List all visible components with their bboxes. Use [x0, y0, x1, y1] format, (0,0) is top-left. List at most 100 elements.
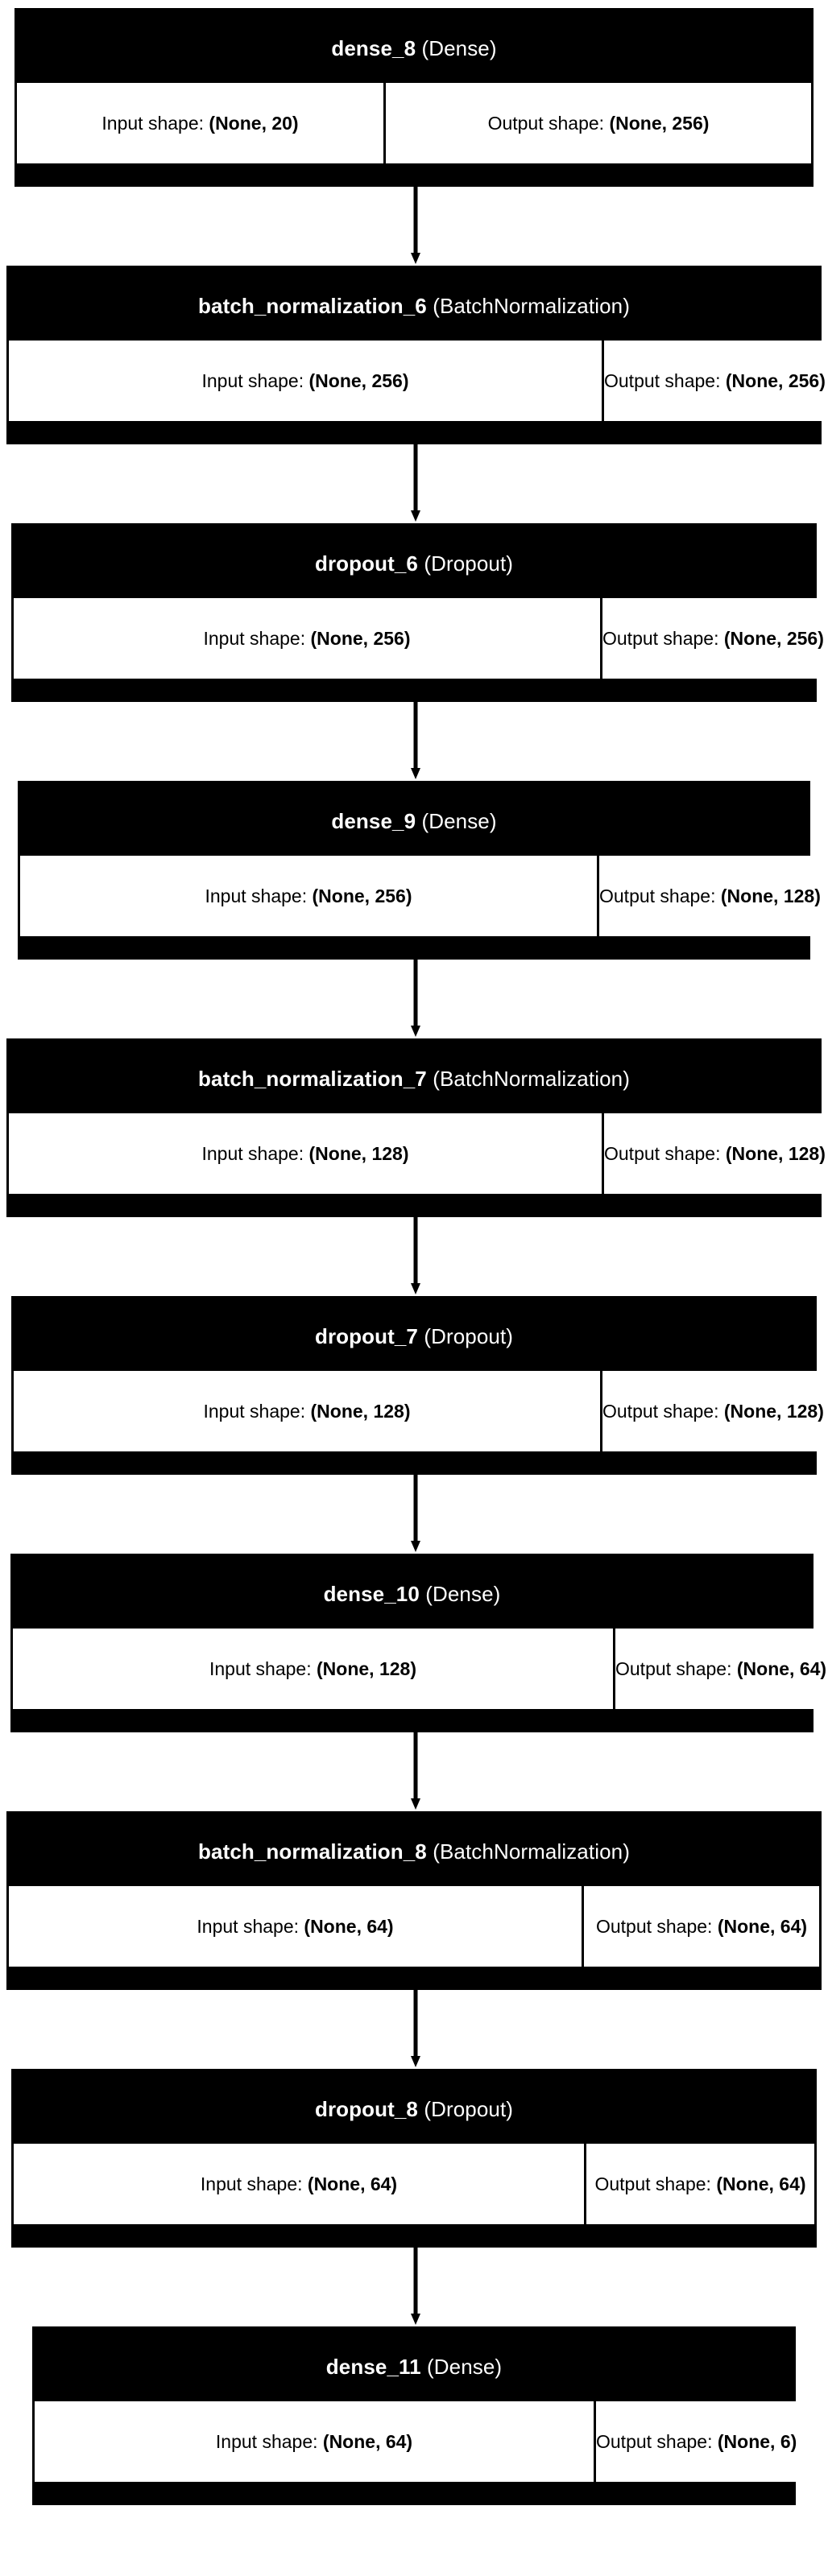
layer-node-batch_normalization_8[interactable]: batch_normalization_8 (BatchNormalizatio… — [6, 1811, 822, 1990]
input-shape-label: Input shape: — [205, 885, 308, 906]
input-shape-cell: Input shape: (None, 256) — [20, 856, 599, 936]
output-shape-cell: Output shape: (None, 128) — [604, 1113, 826, 1194]
output-shape-label: Output shape: — [602, 1400, 719, 1422]
layer-name: dense_10 — [323, 1582, 420, 1606]
layer-title: dense_10 (Dense) — [13, 1556, 811, 1629]
input-shape-label: Input shape: — [215, 2430, 318, 2452]
input-shape-label: Input shape: — [203, 627, 306, 649]
input-shape-label: Input shape: — [200, 2173, 303, 2194]
layer-title: dropout_8 (Dropout) — [14, 2071, 814, 2144]
layer-class: (Dropout) — [424, 1324, 514, 1348]
input-shape-value: (None, 128) — [317, 1657, 416, 1679]
shape-row: Input shape: (None, 256)Output shape: (N… — [9, 341, 826, 421]
input-shape-value: (None, 128) — [310, 1400, 411, 1422]
shape-row: Input shape: (None, 64)Output shape: (No… — [9, 1886, 819, 1967]
input-shape-cell: Input shape: (None, 64) — [14, 2144, 586, 2224]
input-shape-cell: Input shape: (None, 64) — [9, 1886, 584, 1967]
layer-name: batch_normalization_8 — [198, 1839, 427, 1864]
layer-node-dense_8[interactable]: dense_8 (Dense)Input shape: (None, 20)Ou… — [14, 8, 814, 187]
output-shape-value: (None, 64) — [716, 2173, 806, 2194]
input-shape-cell: Input shape: (None, 128) — [13, 1629, 615, 1709]
layer-node-dropout_7[interactable]: dropout_7 (Dropout) Input shape: (None, 1… — [11, 1296, 824, 1475]
layer-node-dense_11[interactable]: dense_11 (Dense)Input shape: (None, 64)O… — [32, 2326, 797, 2505]
layer-name: batch_normalization_6 — [198, 294, 427, 318]
output-shape-cell: Output shape: (None, 64) — [584, 1886, 819, 1967]
shape-row: Input shape: (None, 256)Output shape: (N… — [14, 598, 824, 679]
layer-class: (Dense) — [425, 1582, 501, 1606]
layer-title: batch_normalization_8 (BatchNormalizatio… — [9, 1814, 819, 1886]
output-shape-cell: Output shape: (None, 64) — [615, 1629, 827, 1709]
input-shape-cell: Input shape: (None, 20) — [17, 83, 386, 163]
shape-row: Input shape: (None, 128)Output shape: (N… — [14, 1371, 824, 1451]
input-shape-value: (None, 256) — [308, 369, 409, 391]
layer-node-dense_10[interactable]: dense_10 (Dense)Input shape: (None, 128)… — [10, 1554, 827, 1732]
input-shape-value: (None, 64) — [307, 2173, 398, 2194]
layer-name: batch_normalization_7 — [198, 1067, 427, 1091]
layer-class: (Dense) — [427, 2355, 503, 2379]
input-shape-value: (None, 64) — [322, 2430, 413, 2452]
layer-title: batch_normalization_6 (BatchNormalizatio… — [9, 268, 819, 341]
input-shape-cell: Input shape: (None, 128) — [9, 1113, 604, 1194]
output-shape-value: (None, 64) — [717, 1915, 808, 1937]
input-shape-cell: Input shape: (None, 64) — [35, 2401, 596, 2482]
output-shape-cell: Output shape: (None, 256) — [602, 598, 824, 679]
output-shape-label: Output shape: — [604, 1142, 721, 1164]
output-shape-value: (None, 256) — [609, 112, 710, 134]
input-shape-label: Input shape: — [197, 1915, 300, 1937]
output-shape-cell: Output shape: (None, 128) — [599, 856, 821, 936]
input-shape-label: Input shape: — [209, 1657, 312, 1679]
output-shape-value: (None, 128) — [723, 1400, 824, 1422]
layer-name: dropout_7 — [314, 1324, 418, 1348]
layer-node-dropout_8[interactable]: dropout_8 (Dropout)Input shape: (None, 6… — [11, 2069, 817, 2248]
output-shape-label: Output shape: — [595, 1915, 713, 1937]
input-shape-label: Input shape: — [201, 369, 304, 391]
input-shape-value: (None, 256) — [312, 885, 412, 906]
layer-class: (BatchNormalization) — [433, 1839, 630, 1864]
output-shape-label: Output shape: — [599, 885, 716, 906]
layer-node-batch_normalization_7[interactable]: batch_normalization_7 (BatchNormalizatio… — [6, 1038, 826, 1217]
output-shape-cell: Output shape: (None, 64) — [586, 2144, 814, 2224]
input-shape-label: Input shape: — [203, 1400, 306, 1422]
layer-name: dense_8 — [331, 36, 416, 60]
layer-class: (Dense) — [421, 809, 497, 833]
output-shape-value: (None, 64) — [736, 1657, 827, 1679]
output-shape-label: Output shape: — [596, 2430, 713, 2452]
layer-name: dense_9 — [331, 809, 416, 833]
output-shape-cell: Output shape: (None, 6) — [596, 2401, 797, 2482]
layer-name: dense_11 — [325, 2355, 421, 2379]
shape-row: Input shape: (None, 128)Output shape: (N… — [13, 1629, 827, 1709]
output-shape-label: Output shape: — [615, 1657, 732, 1679]
output-shape-cell: Output shape: (None, 256) — [386, 83, 811, 163]
output-shape-cell: Output shape: (None, 256) — [604, 341, 826, 421]
layer-title: dense_8 (Dense) — [17, 10, 811, 83]
input-shape-label: Input shape: — [201, 1142, 304, 1164]
output-shape-value: (None, 6) — [717, 2430, 797, 2452]
output-shape-label: Output shape: — [594, 2173, 711, 2194]
input-shape-cell: Input shape: (None, 256) — [9, 341, 604, 421]
output-shape-label: Output shape: — [487, 112, 605, 134]
input-shape-cell: Input shape: (None, 256) — [14, 598, 602, 679]
input-shape-value: (None, 128) — [308, 1142, 409, 1164]
shape-row: Input shape: (None, 64)Output shape: (No… — [35, 2401, 797, 2482]
layer-title: batch_normalization_7 (BatchNormalizatio… — [9, 1041, 819, 1113]
layer-name: dropout_6 — [314, 551, 418, 576]
layer-title: dense_11 (Dense) — [35, 2329, 793, 2401]
layer-node-dropout_6[interactable]: dropout_6 (Dropout)Input shape: (None, 2… — [11, 523, 824, 702]
layer-class: (BatchNormalization) — [433, 1067, 630, 1091]
layer-class: (Dropout) — [424, 2097, 514, 2121]
output-shape-value: (None, 128) — [720, 885, 821, 906]
layer-node-dense_9[interactable]: dense_9 (Dense)Input shape: (None, 256)O… — [18, 781, 821, 960]
shape-row: Input shape: (None, 20)Output shape: (No… — [17, 83, 811, 163]
layer-name: dropout_8 — [314, 2097, 418, 2121]
layer-title: dropout_6 (Dropout) — [14, 526, 814, 598]
shape-row: Input shape: (None, 256)Output shape: (N… — [20, 856, 821, 936]
output-shape-value: (None, 256) — [725, 369, 826, 391]
layer-class: (Dropout) — [424, 551, 514, 576]
input-shape-cell: Input shape: (None, 128) — [14, 1371, 602, 1451]
shape-row: Input shape: (None, 128)Output shape: (N… — [9, 1113, 826, 1194]
layer-class: (BatchNormalization) — [433, 294, 630, 318]
layer-node-batch_normalization_6[interactable]: batch_normalization_6 (BatchNormalizatio… — [6, 266, 826, 444]
output-shape-label: Output shape: — [604, 369, 721, 391]
output-shape-value: (None, 128) — [725, 1142, 826, 1164]
